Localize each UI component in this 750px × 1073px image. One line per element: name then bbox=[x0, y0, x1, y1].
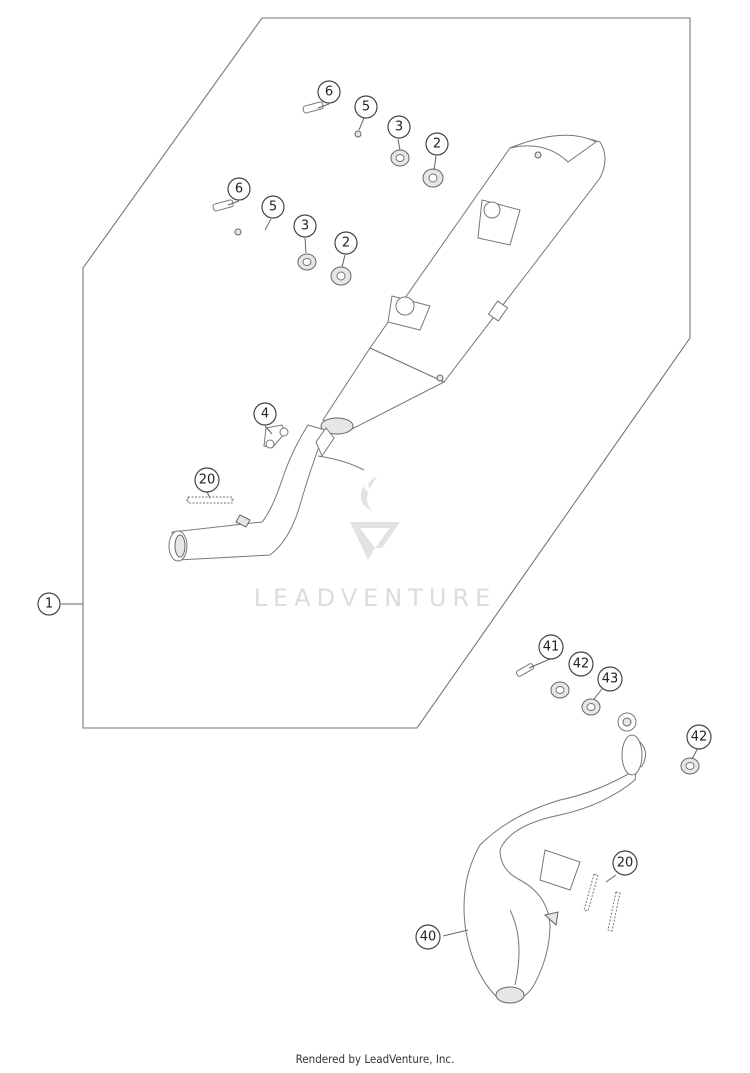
callout-42-left: 42 bbox=[568, 651, 594, 677]
callout-6-lower: 6 bbox=[227, 177, 251, 201]
callout-label: 5 bbox=[362, 100, 370, 115]
callout-41: 41 bbox=[538, 634, 564, 660]
callout-label: 5 bbox=[269, 200, 277, 215]
fastener-set-lower bbox=[212, 199, 352, 286]
spring-part bbox=[186, 496, 234, 504]
leadventure-watermark: LEADVENTURE bbox=[254, 475, 497, 612]
callout-3-lower: 3 bbox=[293, 214, 317, 238]
callout-label: 42 bbox=[691, 730, 708, 745]
callout-label: 41 bbox=[543, 640, 560, 655]
rendered-by-footer: Rendered by LeadVenture, Inc. bbox=[295, 1052, 455, 1066]
callout-label: 42 bbox=[573, 657, 590, 672]
assembly-group-outline bbox=[82, 17, 691, 729]
callout-42-right: 42 bbox=[686, 724, 712, 750]
callout-label: 40 bbox=[420, 930, 437, 945]
callout-2-upper: 2 bbox=[425, 132, 449, 156]
exhaust-parts-diagram: LEADVENTURE bbox=[37, 17, 712, 1004]
header-pipe bbox=[463, 712, 646, 1004]
callout-label: 6 bbox=[325, 85, 333, 100]
callout-label: 3 bbox=[395, 120, 403, 135]
callout-4: 4 bbox=[253, 402, 277, 426]
callout-2-lower: 2 bbox=[334, 231, 358, 255]
callout-label: 20 bbox=[199, 473, 216, 488]
header-fasteners bbox=[515, 663, 700, 775]
callout-1: 1 bbox=[37, 592, 61, 616]
callout-43: 43 bbox=[597, 666, 623, 692]
callout-20-lower: 20 bbox=[612, 850, 638, 876]
callout-label: 4 bbox=[261, 407, 269, 422]
link-pipe bbox=[168, 424, 365, 562]
callout-20-upper: 20 bbox=[194, 467, 220, 493]
callout-label: 2 bbox=[433, 137, 441, 152]
callout-5-upper: 5 bbox=[354, 95, 378, 119]
watermark-text: LEADVENTURE bbox=[254, 584, 497, 612]
header-springs bbox=[583, 873, 621, 932]
callout-label: 2 bbox=[342, 236, 350, 251]
callout-5-lower: 5 bbox=[261, 195, 285, 219]
callout-label: 6 bbox=[235, 182, 243, 197]
callout-label: 20 bbox=[617, 856, 634, 871]
callout-label: 3 bbox=[301, 219, 309, 234]
callout-40: 40 bbox=[415, 924, 441, 950]
silencer-muffler bbox=[320, 134, 606, 435]
callout-label: 1 bbox=[45, 597, 53, 612]
callout-3-upper: 3 bbox=[387, 115, 411, 139]
callout-label: 43 bbox=[602, 672, 619, 687]
leader-lines bbox=[61, 103, 700, 937]
callout-6-upper: 6 bbox=[317, 80, 341, 104]
fastener-set-upper bbox=[302, 101, 444, 188]
